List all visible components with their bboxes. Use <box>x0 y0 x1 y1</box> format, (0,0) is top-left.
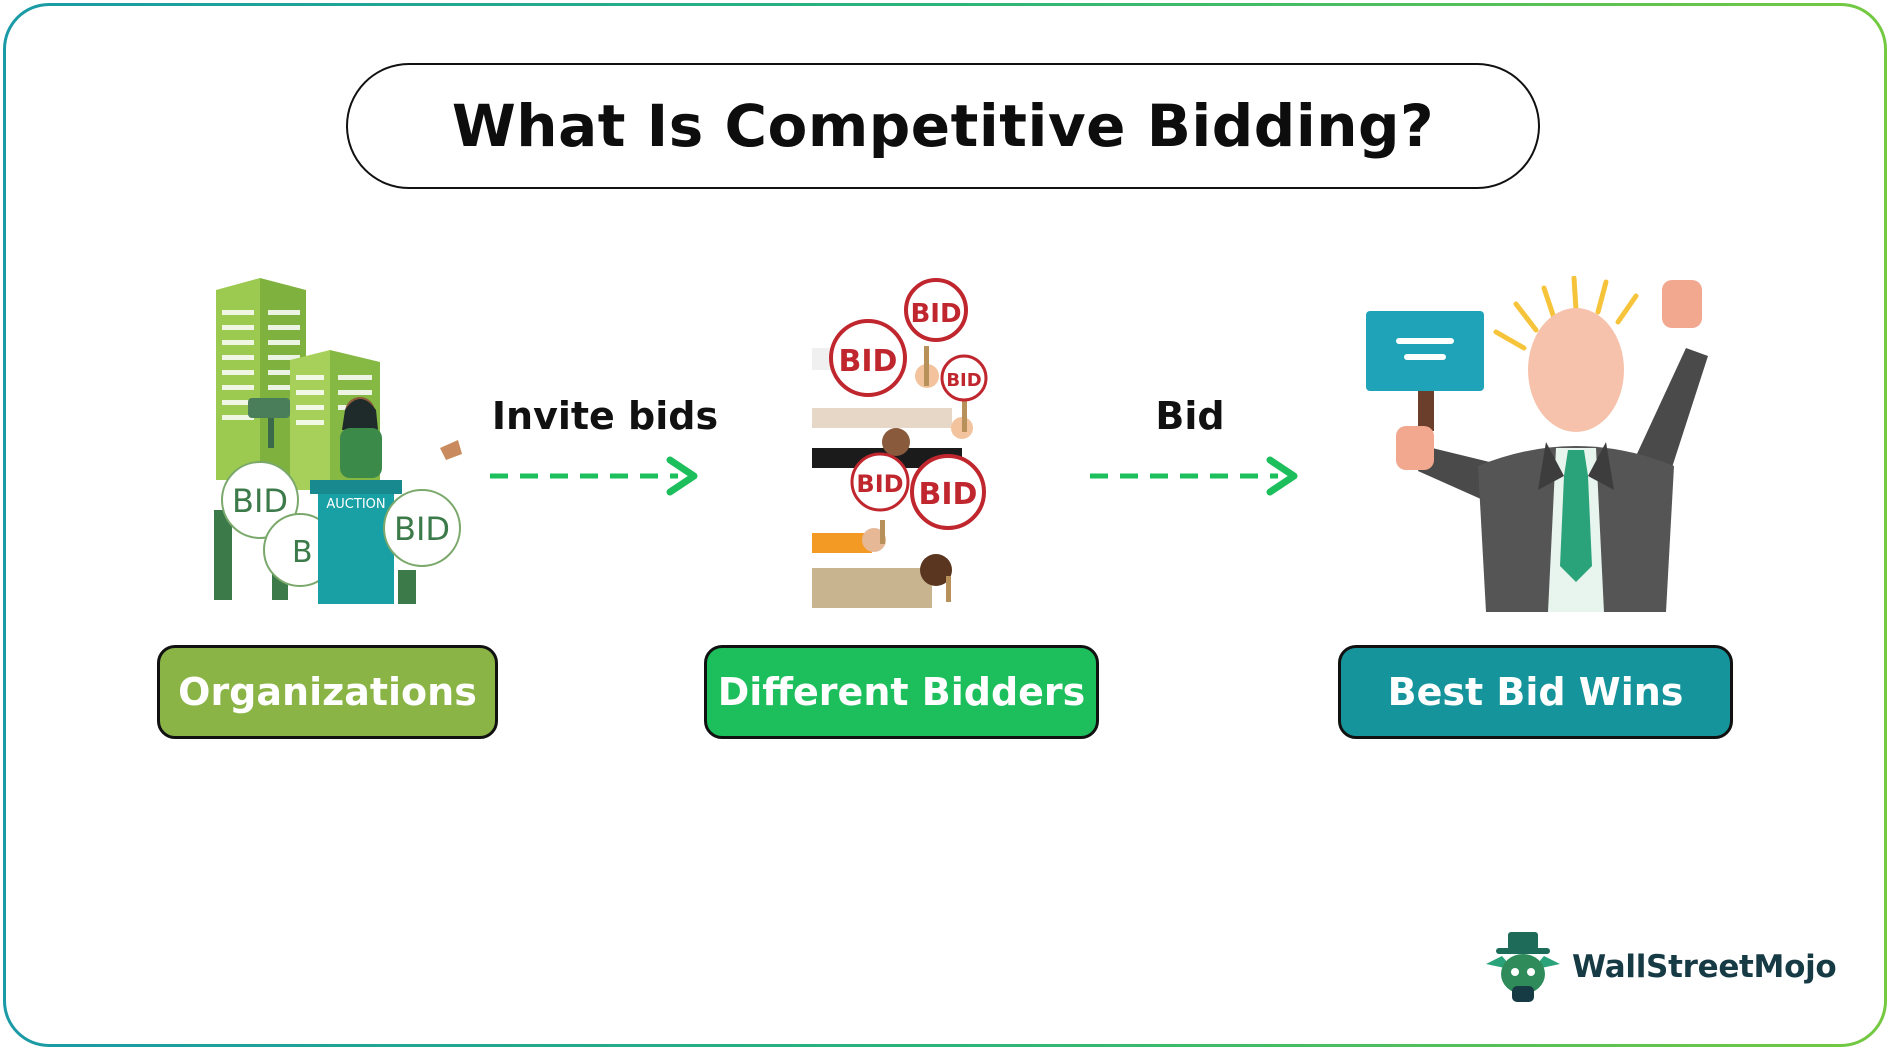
step-label-organizations: Organizations <box>157 645 498 739</box>
step-label-best-bid-wins: Best Bid Wins <box>1338 645 1733 739</box>
wallstreetmojo-logo: WallStreetMojo <box>1482 930 1837 1004</box>
step-label-different-bidders: Different Bidders <box>704 645 1099 739</box>
winner-businessman-illustration <box>1366 276 1708 612</box>
logo-text: WallStreetMojo <box>1572 949 1837 985</box>
dashed-arrow-right-icon <box>490 456 698 496</box>
svg-text:B: B <box>292 535 313 570</box>
wallstreetmojo-mascot-icon <box>1486 932 1560 1002</box>
auction-buildings-illustration: BID B AUCTION BID <box>214 278 462 604</box>
bid-paddle-text: BID <box>910 299 961 329</box>
bid-paddle-text: BID <box>232 482 288 520</box>
diagram-title: What Is Competitive Bidding? <box>346 63 1540 189</box>
bid-paddle-text: BID <box>394 510 450 548</box>
bid-paddle-text: BID <box>839 344 898 379</box>
raised-bid-paddles-illustration: BID BID BID BID BID <box>812 278 988 608</box>
bid-paddle-text: BID <box>919 477 978 512</box>
arrow-label-invite-bids: Invite bids <box>491 394 719 438</box>
dashed-arrow-right-icon <box>1090 456 1298 496</box>
arrow-label-bid: Bid <box>1155 394 1225 438</box>
bid-paddle-text: BID <box>856 470 903 498</box>
podium-text: AUCTION <box>326 497 385 512</box>
bid-paddle-text: BID <box>946 370 981 391</box>
